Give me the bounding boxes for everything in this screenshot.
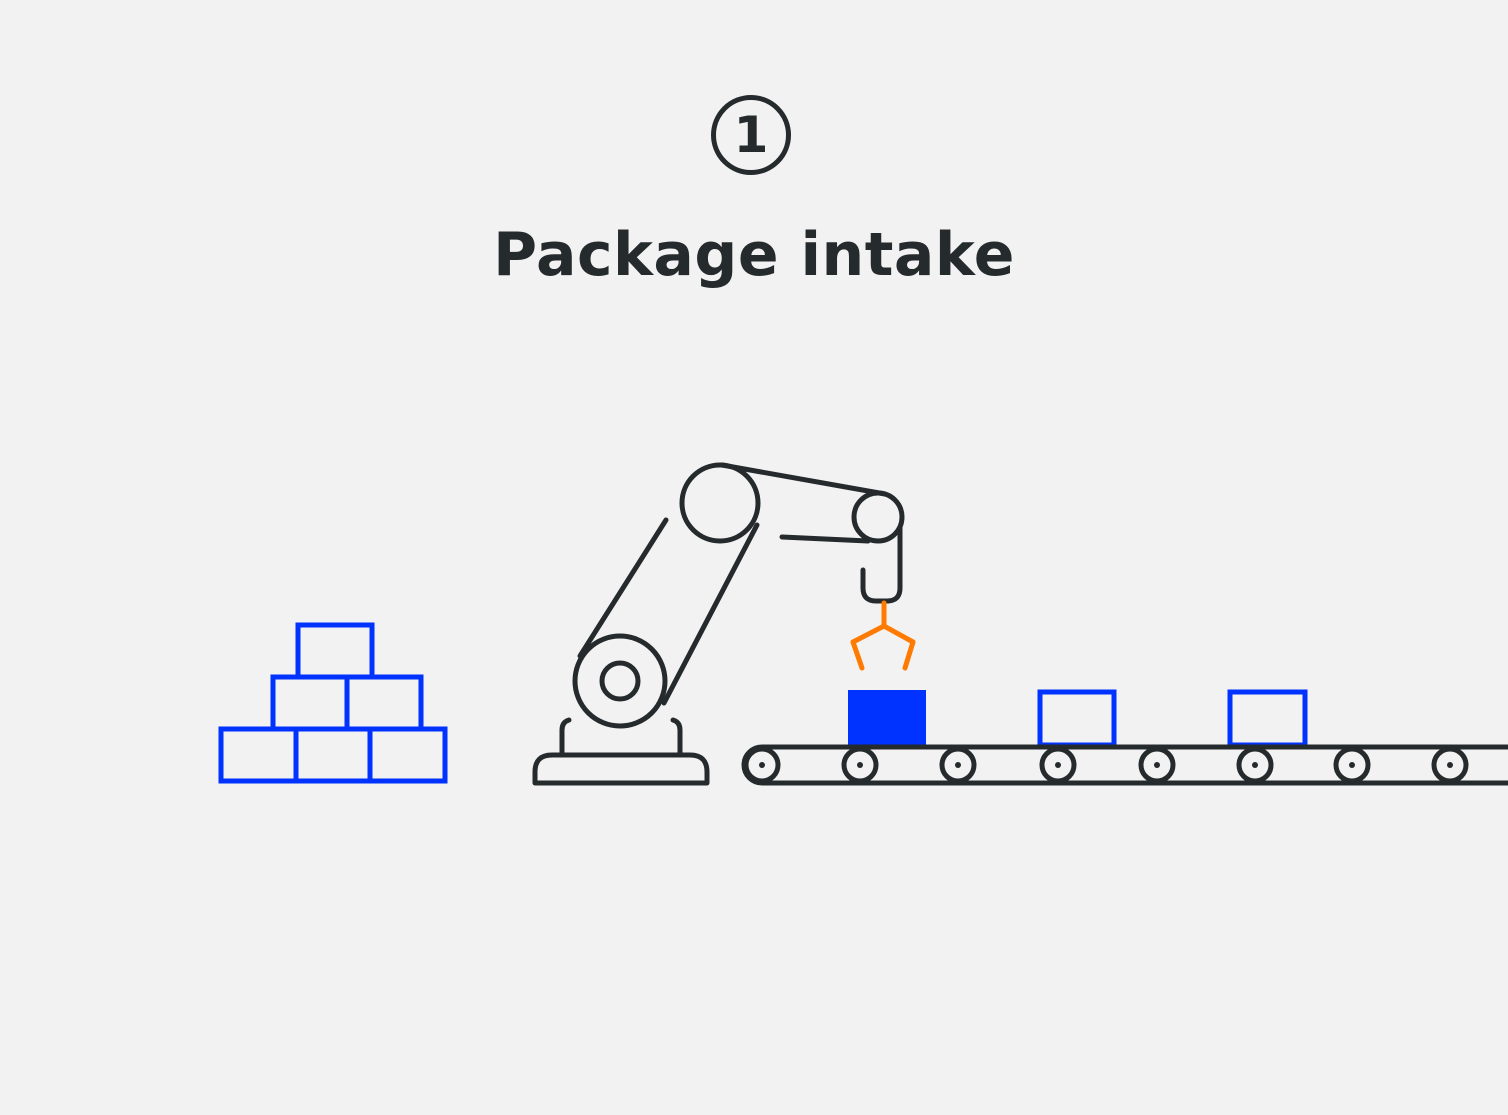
package-on-belt bbox=[1227, 689, 1308, 748]
conveyor-roller-axle bbox=[857, 762, 863, 768]
stack-box-middle-left bbox=[270, 674, 350, 732]
robot-base-support-right bbox=[670, 717, 683, 758]
package-on-belt bbox=[1037, 689, 1117, 748]
conveyor-belt-icon bbox=[741, 744, 1508, 786]
robot-lower-arm-edge bbox=[661, 522, 760, 706]
robot-upper-arm-edge bbox=[779, 534, 871, 544]
robot-elbow-joint bbox=[679, 462, 761, 544]
step-number: 1 bbox=[733, 106, 769, 164]
robot-lower-joint-hub bbox=[599, 660, 641, 702]
step-title: Package intake bbox=[493, 220, 1015, 290]
robot-base-support-left bbox=[559, 717, 572, 758]
conveyor-roller-axle bbox=[1447, 762, 1453, 768]
stacked-boxes-icon bbox=[218, 622, 448, 784]
conveyor-roller-axle bbox=[1055, 762, 1061, 768]
robot-lower-arm-edge bbox=[577, 517, 669, 659]
robot-arm-icon bbox=[532, 462, 905, 786]
robot-upper-arm-edge bbox=[719, 462, 888, 497]
stack-box-bottom-left bbox=[218, 726, 299, 784]
robot-wrist-joint bbox=[851, 490, 905, 544]
conveyor-roller-axle bbox=[955, 762, 961, 768]
gripper-finger-right bbox=[881, 623, 916, 671]
conveyor-packages bbox=[848, 689, 1308, 748]
conveyor-rollers bbox=[743, 746, 1469, 784]
gripper-finger-left bbox=[850, 623, 887, 671]
conveyor-roller-axle bbox=[1252, 762, 1258, 768]
package-being-picked bbox=[848, 690, 926, 745]
conveyor-roller-axle bbox=[1349, 762, 1355, 768]
stack-box-bottom-right bbox=[367, 726, 448, 784]
conveyor-roller-axle bbox=[1154, 762, 1160, 768]
stack-box-middle-right bbox=[344, 674, 424, 732]
robot-base bbox=[532, 752, 710, 786]
robot-wrist bbox=[860, 524, 903, 604]
stack-box-top bbox=[295, 622, 375, 680]
robot-lower-joint bbox=[572, 633, 668, 729]
gripper-claw-icon bbox=[850, 600, 916, 671]
conveyor-roller-axle bbox=[759, 762, 765, 768]
step-number-badge: 1 bbox=[711, 95, 791, 175]
stack-box-bottom-center bbox=[293, 726, 373, 784]
